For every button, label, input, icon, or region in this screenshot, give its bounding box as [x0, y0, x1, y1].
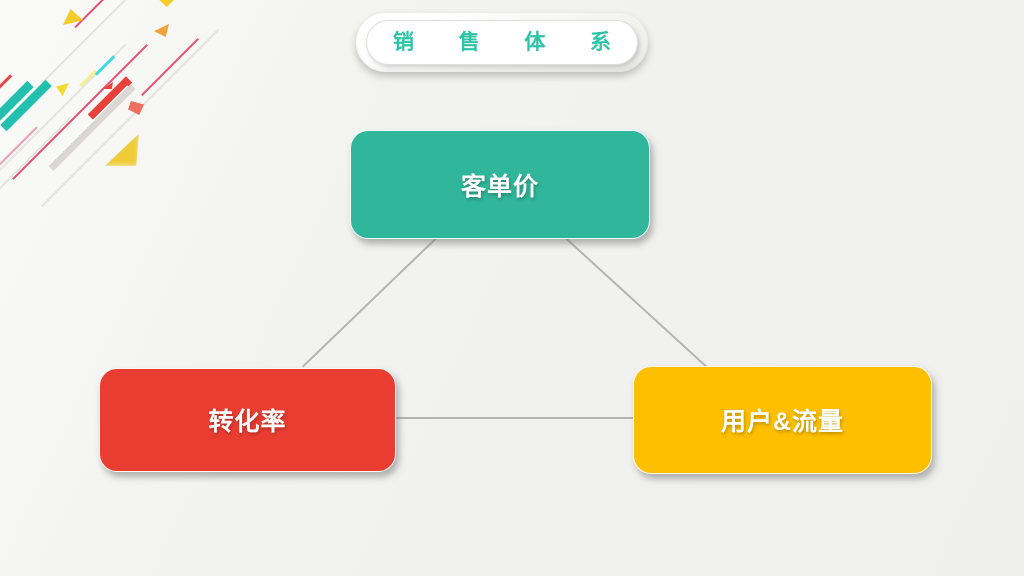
- connector-left-to-right: [394, 417, 633, 419]
- decor-white-line: [86, 75, 128, 117]
- slide-title-pill: 销 售 体 系: [356, 13, 648, 72]
- title-char: 销: [393, 31, 414, 54]
- node-right-users-traffic: 用户&流量: [633, 366, 932, 474]
- decor-pink-line: [12, 44, 148, 180]
- connector-top-to-left: [302, 237, 437, 368]
- decor-pink-line: [0, 126, 38, 178]
- node-left-conversion-rate: 转化率: [99, 368, 396, 472]
- decor-greige-bar: [48, 84, 136, 171]
- decor-teal-bar: [0, 80, 34, 129]
- decor-gray-line: [41, 0, 149, 84]
- decor-yellow-triangle: [56, 83, 69, 96]
- decor-blurred-gold-triangle: [104, 133, 139, 166]
- decor-pink-line: [74, 0, 115, 29]
- decor-red-line: [0, 74, 13, 95]
- decor-salmon-shape: [128, 101, 144, 115]
- decor-orange-triangle: [154, 24, 169, 37]
- node-label: 用户&流量: [720, 408, 845, 436]
- decor-gray-line: [41, 28, 219, 207]
- decor-white-line: [49, 85, 129, 165]
- slide-title: 销 售 体 系: [366, 20, 638, 65]
- decor-pale-yellow-line: [79, 69, 97, 88]
- decor-red-tick: [103, 82, 113, 89]
- node-label: 客单价: [460, 172, 539, 201]
- decor-pink-line: [141, 38, 199, 96]
- decor-cyan-line: [94, 55, 116, 76]
- decor-teal-bar: [0, 79, 52, 132]
- decor-yellow-triangle: [63, 9, 83, 25]
- connector-top-to-right: [565, 238, 708, 368]
- decor-red-bar: [87, 76, 133, 121]
- decor-yellow-triangle: [159, 0, 174, 7]
- decor-gray-line: [0, 116, 71, 203]
- title-char: 售: [458, 31, 480, 54]
- decor-gray-line: [0, 43, 127, 172]
- node-label: 转化率: [208, 408, 287, 436]
- title-char: 体: [524, 31, 546, 54]
- node-top-customer-price: 客单价: [350, 130, 650, 239]
- title-char: 系: [589, 31, 611, 54]
